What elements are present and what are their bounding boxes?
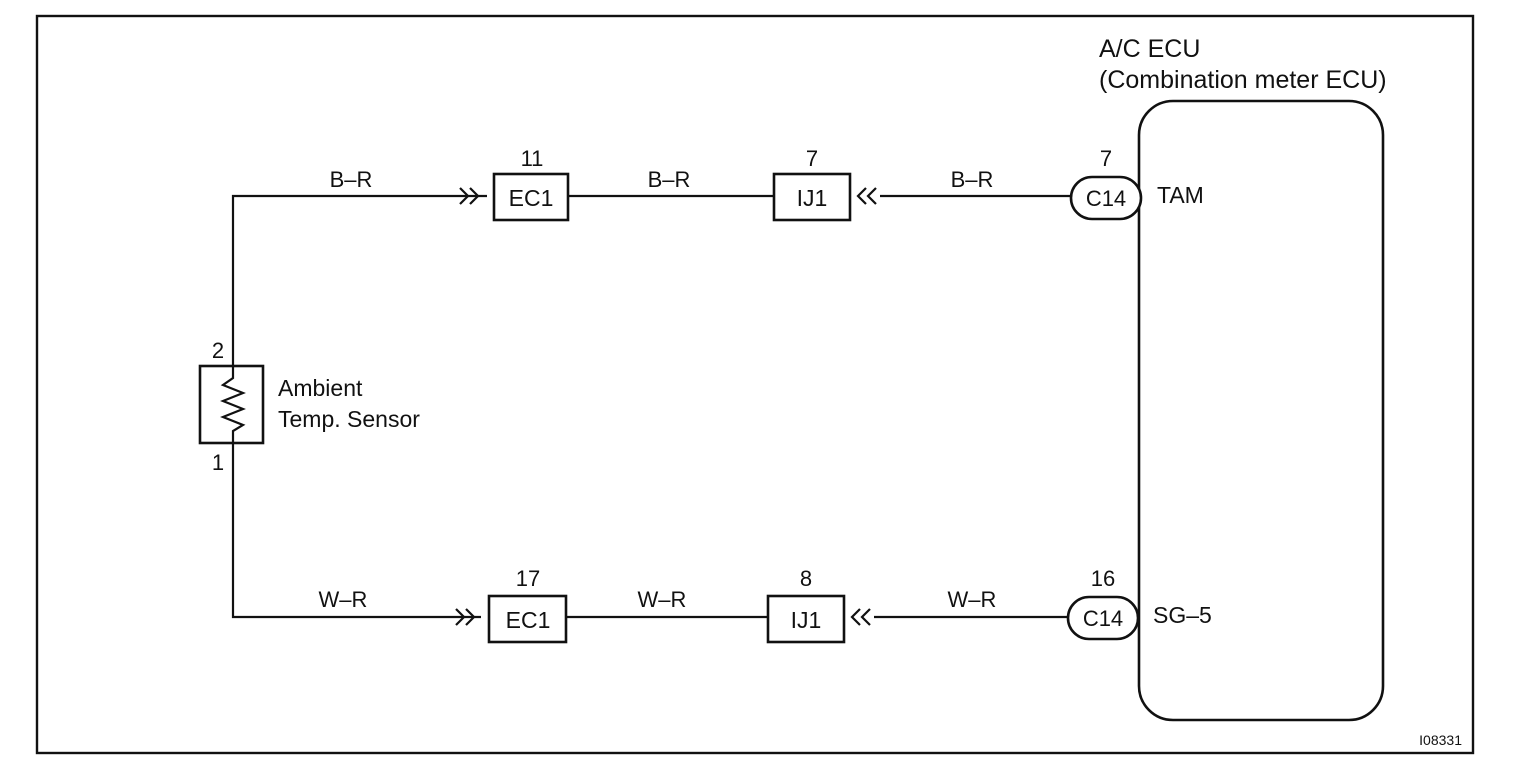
connector-mate-chevron	[459, 187, 480, 205]
wire-color-label: B–R	[330, 167, 373, 192]
connector-mate-chevron	[856, 187, 877, 205]
connector-name: IJ1	[797, 185, 828, 211]
figure-id: I08331	[1419, 732, 1462, 748]
connector-ij1-bottom	[766, 594, 846, 644]
connector-ec1-top	[492, 172, 570, 222]
connector-name: EC1	[506, 607, 551, 633]
sensor-pin-number: 1	[212, 450, 224, 475]
wire-color-label: B–R	[648, 167, 691, 192]
ecu-connector-c14-top	[1069, 175, 1143, 221]
wire-color-label: W–R	[319, 587, 368, 612]
ecu-terminal-sg5: SG–5	[1153, 602, 1212, 628]
connector-name: C14	[1086, 186, 1126, 211]
connector-name: EC1	[509, 185, 554, 211]
wire-color-label: B–R	[951, 167, 994, 192]
ecu-terminal-tam: TAM	[1157, 182, 1204, 208]
sensor-label: Temp. Sensor	[278, 406, 420, 432]
connector-pin-number: 7	[1100, 146, 1112, 171]
connector-pin-number: 16	[1091, 566, 1115, 591]
sensor-pin-number: 2	[212, 338, 224, 363]
ecu-title: A/C ECU	[1099, 35, 1200, 63]
connector-ec1-bottom	[487, 594, 568, 644]
diagram-frame	[35, 14, 1475, 755]
connector-pin-number: 7	[806, 146, 818, 171]
connector-mate-chevron	[850, 608, 871, 626]
thermistor-resistor-icon	[220, 366, 246, 443]
connector-pin-number: 17	[516, 566, 540, 591]
ecu-subtitle: (Combination meter ECU)	[1099, 66, 1387, 94]
wire-bottom-sensor-ec1	[231, 443, 481, 619]
connector-mate-chevron	[455, 608, 476, 626]
ecu-body	[1137, 99, 1385, 722]
wire-color-label: W–R	[638, 587, 687, 612]
connector-ij1-top	[772, 172, 852, 222]
connector-name: IJ1	[791, 607, 822, 633]
wire-color-label: W–R	[948, 587, 997, 612]
connector-pin-number: 11	[521, 146, 544, 171]
wire-top-sensor-ec1	[231, 194, 487, 366]
connector-pin-number: 8	[800, 566, 812, 591]
sensor-label: Ambient	[278, 375, 363, 401]
ecu-connector-c14-bottom	[1066, 595, 1140, 641]
connector-name: C14	[1083, 606, 1123, 631]
